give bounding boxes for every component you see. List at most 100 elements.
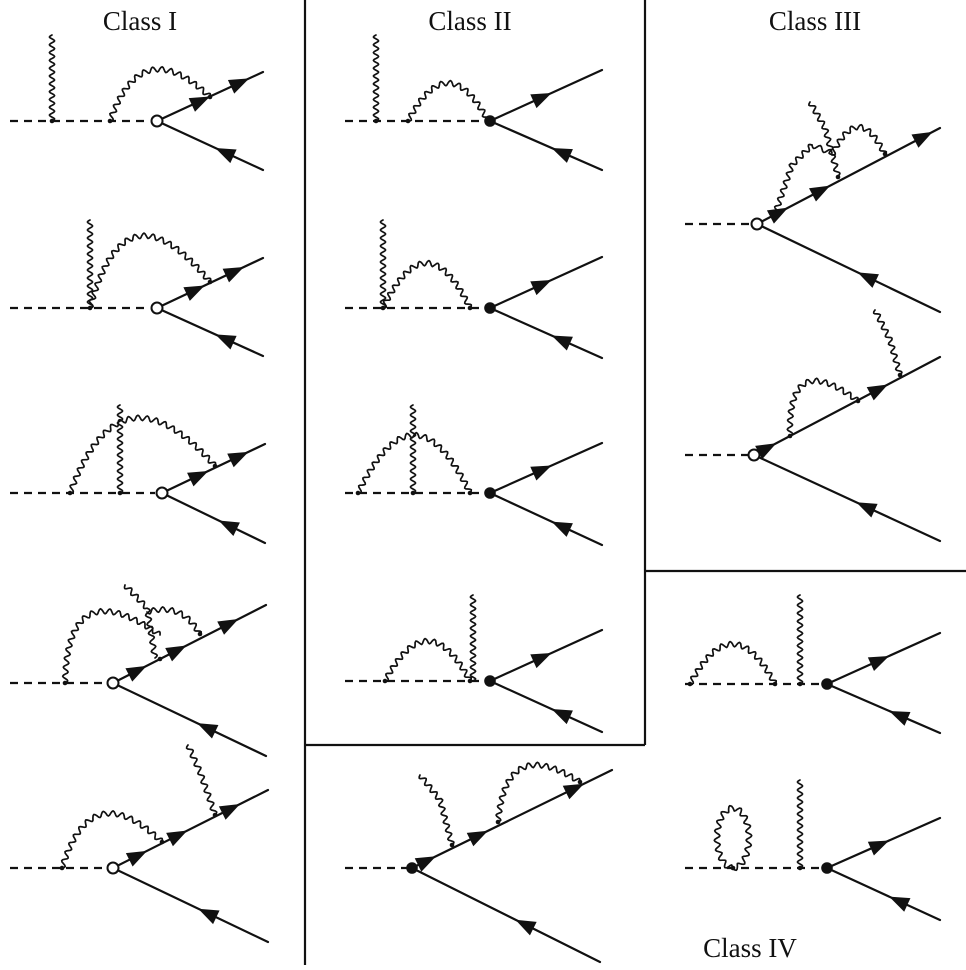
arrow-head-10 <box>215 147 237 164</box>
arrow-head-99 <box>530 652 552 669</box>
photon-loop-39 <box>146 606 203 636</box>
fermion-line-44 <box>111 681 268 758</box>
photon-loop-36 <box>61 607 161 684</box>
open-vertex-48 <box>106 676 120 690</box>
fermion-line-79 <box>488 306 604 360</box>
junction-dot-95 <box>382 678 388 684</box>
arrow-head-101 <box>551 709 573 725</box>
filled-vertex-81 <box>484 302 496 314</box>
junction-dot-129 <box>882 151 888 157</box>
junction-dot-96 <box>467 678 473 684</box>
photon-line-157 <box>796 779 804 869</box>
fermion-line-32 <box>160 491 267 545</box>
filled-vertex-163 <box>821 862 833 874</box>
junction-dot-140 <box>855 398 861 404</box>
filled-vertex-102 <box>484 675 496 687</box>
junction-dot-27 <box>117 490 123 496</box>
photon-line-124 <box>808 101 841 177</box>
arrow-head-59 <box>198 908 220 925</box>
junction-dot-113 <box>495 819 501 825</box>
photon-line-24 <box>116 404 124 494</box>
junction-dot-4 <box>107 118 113 124</box>
arrow-head-150 <box>867 655 890 672</box>
class-4-label: Class IV <box>703 933 797 963</box>
arrow-head-8 <box>227 78 250 94</box>
class-1-label: Class I <box>103 6 177 36</box>
photon-line-83 <box>409 404 417 494</box>
arrow-head-57 <box>218 804 241 820</box>
arrow-head-70 <box>551 147 573 163</box>
junction-dot-158 <box>797 865 803 871</box>
photon-loop-3 <box>109 65 212 122</box>
filled-vertex-71 <box>484 115 496 127</box>
fermion-line-161 <box>825 866 942 922</box>
open-vertex-34 <box>155 486 169 500</box>
junction-dot-65 <box>373 118 379 124</box>
arrow-head-42 <box>165 645 187 662</box>
fermion-line-90 <box>488 491 604 547</box>
arrow-head-162 <box>889 896 911 912</box>
junction-dot-114 <box>577 779 583 785</box>
arrow-head-106 <box>466 830 488 847</box>
photon-bubble-155 <box>713 804 753 872</box>
photon-line-147 <box>796 594 804 685</box>
junction-dot-37 <box>62 680 68 686</box>
class-3-label: Class III <box>769 6 861 36</box>
open-vertex-22 <box>150 301 164 315</box>
photon-line-63 <box>372 34 380 122</box>
arrow-head-56 <box>166 830 188 847</box>
junction-dot-128 <box>835 174 841 180</box>
arrow-head-107 <box>562 783 584 800</box>
arrow-head-21 <box>215 334 237 350</box>
photon-loop-144 <box>689 640 778 685</box>
junction-dot-60 <box>212 812 218 818</box>
photon-line-97 <box>469 594 477 682</box>
photon-loop-14 <box>88 232 212 309</box>
arrow-head-43 <box>217 619 239 635</box>
arrow-head-91 <box>551 521 573 537</box>
junction-dot-66 <box>405 118 411 124</box>
photon-line-126 <box>811 144 833 154</box>
arrow-head-119 <box>809 185 831 202</box>
photon-line-138 <box>872 309 903 376</box>
arrow-head-152 <box>889 710 911 726</box>
filled-vertex-115 <box>406 862 418 874</box>
junction-dot-139 <box>787 433 793 439</box>
panel-separators <box>303 0 966 965</box>
junction-dot-141 <box>897 372 903 378</box>
arrow-head-109 <box>515 919 537 936</box>
junction-dot-112 <box>449 842 455 848</box>
arrow-head-19 <box>222 267 244 283</box>
arrow-head-78 <box>530 279 552 296</box>
arrow-head-122 <box>857 272 879 288</box>
open-vertex-142 <box>747 448 761 462</box>
photon-line-73 <box>379 219 387 309</box>
fermion-line-17 <box>155 256 265 310</box>
arrow-head-105 <box>414 856 436 872</box>
photon-loop-74 <box>382 259 473 309</box>
junction-dot-87 <box>467 490 473 496</box>
junction-dot-15 <box>87 305 93 311</box>
arrow-head-41 <box>125 665 147 682</box>
arrow-head-160 <box>867 840 890 856</box>
junction-dot-47 <box>197 631 203 637</box>
photon-loop-94 <box>384 637 473 682</box>
photon-line-123 <box>773 143 813 215</box>
photon-line-1 <box>48 34 56 122</box>
fermion-line-108 <box>410 866 602 964</box>
photon-loop-25 <box>69 414 217 494</box>
filled-vertex-92 <box>484 487 496 499</box>
junction-dot-86 <box>410 490 416 496</box>
open-vertex-130 <box>750 217 764 231</box>
junction-dot-26 <box>67 490 73 496</box>
junction-dot-146 <box>772 681 778 687</box>
photon-line-53 <box>185 744 218 816</box>
photon-line-110 <box>418 774 455 846</box>
junction-dot-156 <box>730 865 736 871</box>
arrow-head-18 <box>183 285 205 301</box>
filled-vertex-153 <box>821 678 833 690</box>
arrow-head-80 <box>551 335 573 351</box>
fermion-line-100 <box>488 679 604 734</box>
fermion-line-135 <box>752 453 942 543</box>
